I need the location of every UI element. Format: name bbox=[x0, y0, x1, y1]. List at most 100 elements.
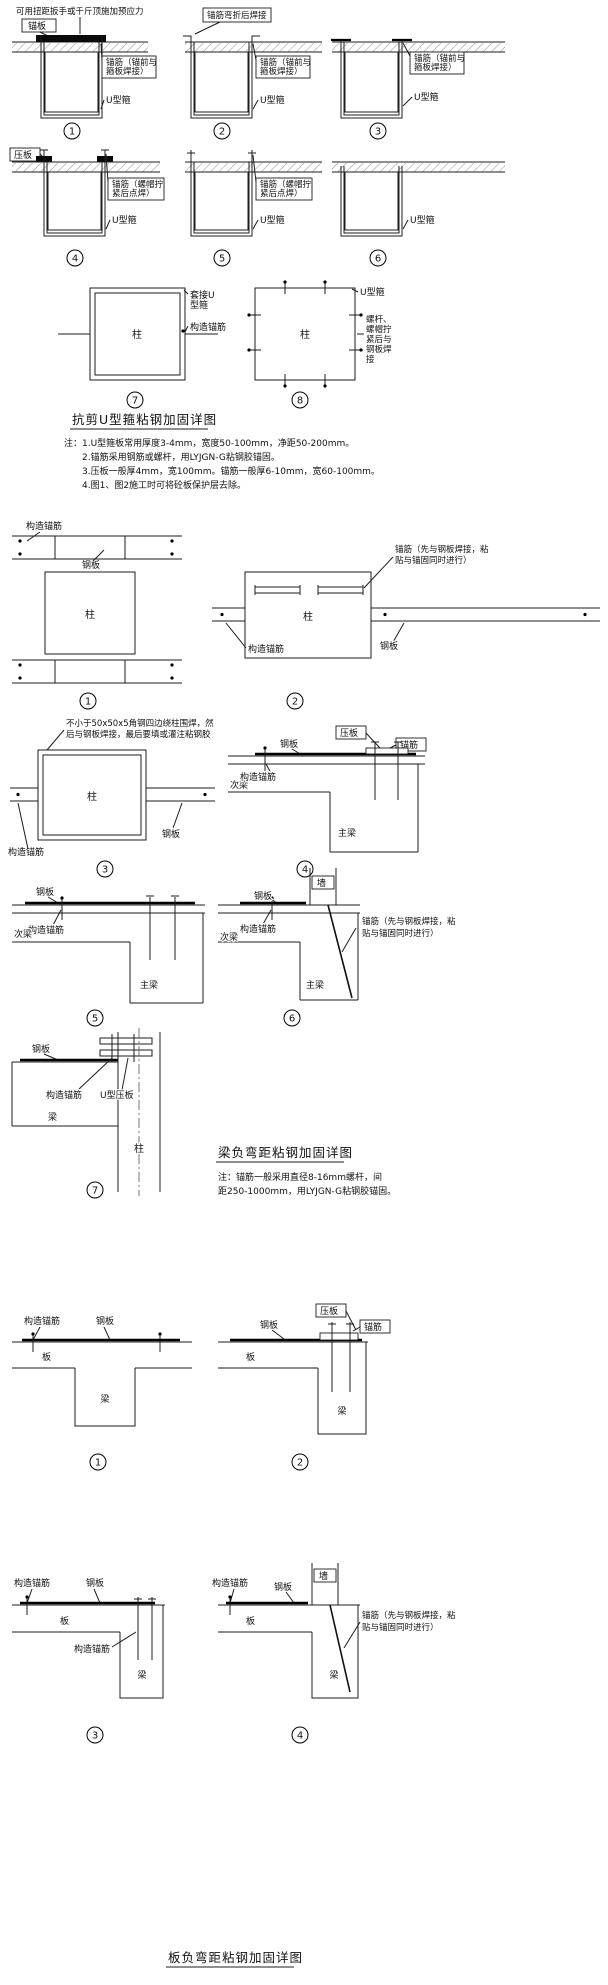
pressure-plate-label: 压板 bbox=[340, 727, 358, 739]
detail-number-text: 2 bbox=[297, 1458, 303, 1469]
slab-label: 板 bbox=[42, 1351, 51, 1363]
pressure-plate-label: 压板 bbox=[320, 1305, 338, 1317]
construction-anchor-label: 构造锚筋 bbox=[240, 923, 276, 935]
sleeve-hoop-label-line1: 套接U bbox=[190, 289, 215, 301]
column-label: 柱 bbox=[303, 610, 313, 623]
detail-number-4: 4 bbox=[296, 860, 314, 878]
detail-number-7: 7 bbox=[126, 391, 144, 409]
column-label: 柱 bbox=[85, 608, 95, 621]
wall-label-box bbox=[311, 875, 335, 890]
anchor-bar-note-line1: 锚筋（先与钢板焊接，粘 bbox=[362, 916, 456, 927]
s1-d7-geometry bbox=[58, 287, 218, 381]
beam-label: 梁 bbox=[337, 1405, 346, 1417]
steel-plate-label: 钢板 bbox=[82, 559, 100, 571]
section1-note-1: 注：1.U型箍板常用厚度3-4mm，宽度50-100mm，净距50-200mm。 bbox=[64, 437, 354, 449]
detail-number-text: 1 bbox=[85, 697, 91, 708]
anchor-bar-label-line2: 箍板焊接） bbox=[260, 66, 303, 77]
s3-detail-2: 钢板 压板 锚筋 板 梁 2 bbox=[218, 1303, 391, 1471]
steel-plate-label: 钢板 bbox=[254, 890, 272, 902]
anchor-bar-note-line2: 贴与锚固同时进行） bbox=[362, 928, 439, 939]
anchor-bar-note-line1: 锚筋（先与钢板焊接，粘 bbox=[362, 1610, 456, 1621]
anchor-plate-label-box bbox=[21, 18, 57, 33]
detail-number-text: 3 bbox=[102, 865, 108, 876]
u-hoop-label: U型箍 bbox=[260, 94, 285, 106]
detail-number-7: 7 bbox=[86, 1181, 104, 1199]
detail-number-text: 1 bbox=[69, 127, 75, 138]
secondary-beam-label: 次梁 bbox=[230, 779, 248, 791]
s1-d5-geometry bbox=[185, 150, 322, 237]
main-beam-label: 主梁 bbox=[140, 979, 158, 991]
bend-note-box bbox=[202, 7, 272, 23]
steel-plate-label: 钢板 bbox=[162, 828, 180, 840]
detail-number-2: 2 bbox=[286, 692, 304, 710]
s3-detail-3: 构造锚筋 钢板 板 构造锚筋 梁 3 bbox=[12, 1577, 165, 1744]
detail-number-2: 2 bbox=[213, 122, 231, 140]
anchor-bar-label-line1: 锚筋（锚前与 bbox=[414, 53, 465, 64]
detail-number-text: 2 bbox=[219, 127, 225, 138]
s1-detail-5: 锚筋（螺帽拧 紧后点焊） U型箍 5 bbox=[185, 150, 322, 267]
detail-number-text: 6 bbox=[289, 1014, 295, 1025]
section-beam-negative-moment: 构造锚筋 钢板 柱 1 锚筋（先与钢板焊接，粘 贴与锚固同时进行） bbox=[8, 520, 600, 1199]
s1-detail-4: 压板 锚筋（螺帽拧 紧后点焊） U型箍 4 bbox=[9, 147, 165, 267]
s1-detail-7: 柱 套接U 型箍 构造锚筋 7 bbox=[58, 287, 226, 409]
section3-title: 板负弯距粘钢加固详图 bbox=[168, 1950, 303, 1965]
s1-d2-geometry bbox=[183, 21, 322, 119]
s1-d6-geometry bbox=[332, 161, 505, 237]
anchor-bar-label-line2: 箍板焊接） bbox=[106, 66, 149, 77]
anchor-bar-label-box bbox=[107, 177, 165, 201]
column-label: 柱 bbox=[300, 328, 310, 341]
detail-number-4: 4 bbox=[66, 249, 84, 267]
s3-detail-1: 构造锚筋 钢板 板 梁 1 bbox=[12, 1315, 192, 1471]
s3-d3-geometry bbox=[12, 1588, 165, 1699]
steel-plate-label: 钢板 bbox=[32, 1043, 50, 1055]
u-hoop-label: U型箍 bbox=[414, 91, 439, 103]
anchor-bar-label-line2: 箍板焊接） bbox=[414, 62, 457, 73]
detail-number-text: 1 bbox=[95, 1458, 101, 1469]
detail-number-4: 4 bbox=[291, 1726, 309, 1744]
anchor-bar-label-box bbox=[101, 55, 157, 79]
secondary-beam-label: 次梁 bbox=[14, 928, 32, 940]
beam-label: 梁 bbox=[137, 1669, 146, 1681]
s2-d5-geometry bbox=[12, 895, 205, 1004]
detail-number-text: 5 bbox=[92, 1014, 98, 1025]
s2-d6-geometry bbox=[218, 868, 360, 1001]
steel-plate-label: 钢板 bbox=[86, 1577, 104, 1589]
s2-detail-1: 构造锚筋 钢板 柱 1 bbox=[12, 520, 182, 710]
detail-number-text: 8 bbox=[297, 396, 303, 407]
detail-number-text: 4 bbox=[297, 1731, 303, 1742]
s1-detail-1: 可用扭距扳手或千斤顶施加预应力 锚板 锚筋（锚前与 箍板焊接） U型箍 1 bbox=[12, 6, 157, 140]
anchor-bar-note-line2: 贴与锚固同时进行） bbox=[362, 1622, 439, 1633]
detail-number-text: 3 bbox=[375, 127, 381, 138]
section1-title: 抗剪U型箍粘钢加固详图 bbox=[72, 412, 217, 427]
detail-number-text: 4 bbox=[72, 254, 78, 265]
detail-number-5: 5 bbox=[86, 1009, 104, 1027]
bolt-note-line3: 紧后与 bbox=[366, 334, 392, 345]
detail-number-3: 3 bbox=[369, 122, 387, 140]
section-shear-u-hoop: 可用扭距扳手或千斤顶施加预应力 锚板 锚筋（锚前与 箍板焊接） U型箍 1 锚筋… bbox=[9, 6, 505, 491]
steel-plate-label: 钢板 bbox=[274, 1581, 292, 1593]
construction-anchor-label: 构造锚筋 bbox=[8, 846, 44, 858]
s1-d8-geometry bbox=[247, 280, 364, 388]
column-label: 柱 bbox=[132, 328, 142, 341]
detail-number-1: 1 bbox=[63, 122, 81, 140]
section1-note-4: 4.图1、图2施工时可将砼板保护层去除。 bbox=[82, 479, 246, 491]
anchor-bar-label-line1: 锚筋（螺帽拧 bbox=[112, 179, 164, 190]
anchor-plate-label: 锚板 bbox=[28, 20, 46, 32]
wall-label: 墙 bbox=[317, 877, 326, 889]
anchor-bar-label-line1: 锚筋（螺帽拧 bbox=[260, 179, 312, 190]
s3-d4-geometry bbox=[218, 1563, 361, 1699]
construction-anchor-label: 构造锚筋 bbox=[24, 1315, 60, 1327]
s2-detail-3: 不小于50x50x5角钢四边绕柱围焊，然 后与钢板焊接，最后要填或灌注粘钢胶 柱… bbox=[8, 718, 215, 878]
wall-label: 墙 bbox=[319, 1570, 328, 1582]
anchor-bar-label-box bbox=[359, 1319, 391, 1334]
column-label: 柱 bbox=[87, 790, 97, 803]
detail-number-1: 1 bbox=[89, 1453, 107, 1471]
section-slab-negative-moment: 构造锚筋 钢板 板 梁 1 钢板 压板 锚筋 bbox=[12, 1303, 456, 1968]
construction-anchor-label: 构造锚筋 bbox=[190, 321, 226, 333]
anchor-bar-label-line2: 紧后点焊） bbox=[260, 188, 303, 199]
s2-detail-2: 锚筋（先与钢板焊接，粘 贴与锚固同时进行） 柱 钢板 构造锚筋 2 bbox=[212, 544, 600, 710]
construction-anchor-label: 构造锚筋 bbox=[28, 924, 64, 936]
anchor-bar-label-box bbox=[409, 51, 465, 75]
